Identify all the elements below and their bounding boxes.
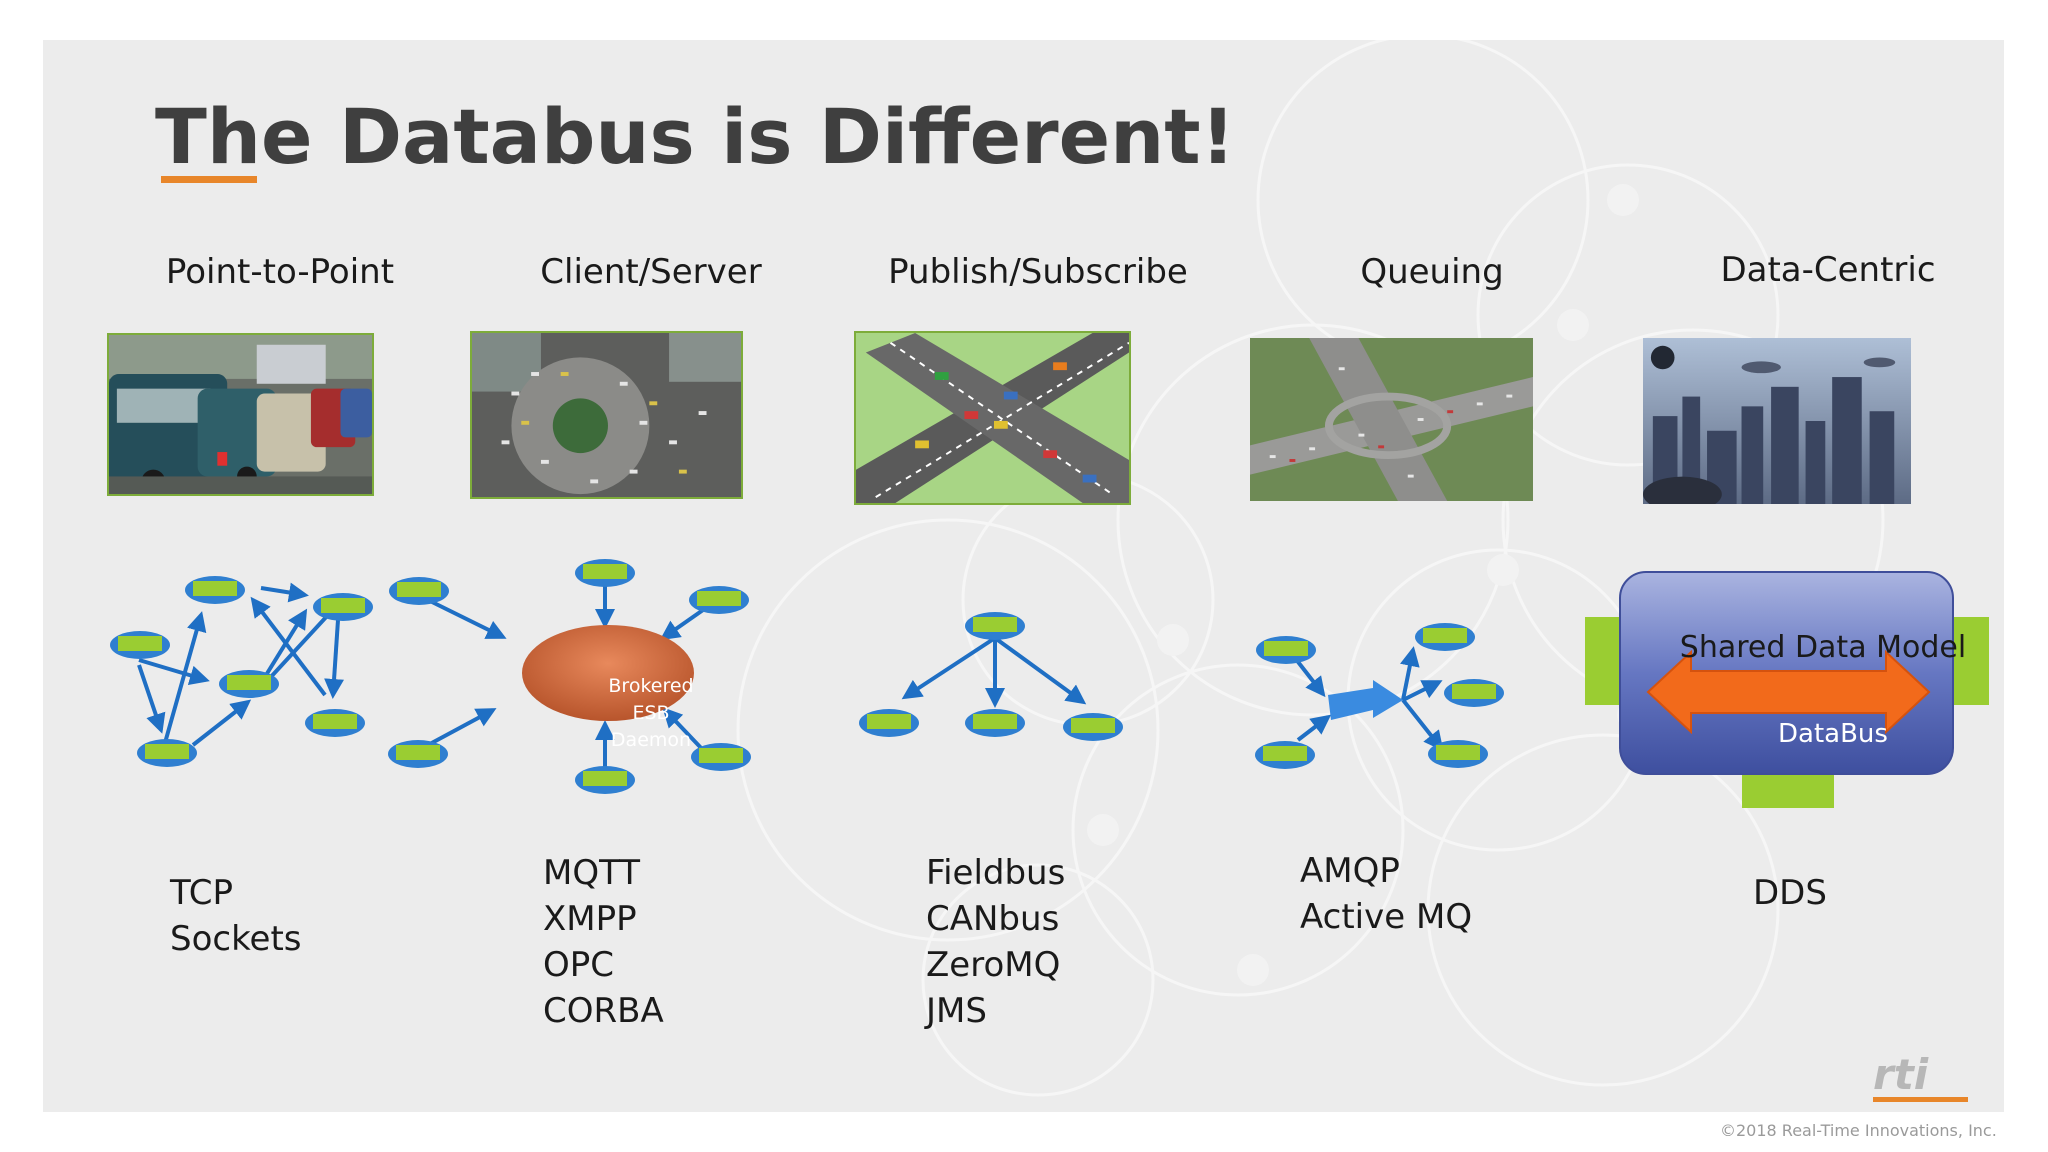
futuristic-city-illustration bbox=[1641, 336, 1913, 506]
node bbox=[1256, 636, 1316, 664]
heading-client-server: Client/Server bbox=[540, 252, 762, 292]
protocol-item: Active MQ bbox=[1300, 897, 1473, 937]
protocol-item: Fieldbus bbox=[926, 853, 1066, 893]
protocol-item: Sockets bbox=[170, 919, 302, 959]
protocol-item: MQTT bbox=[543, 853, 641, 893]
node bbox=[1585, 617, 1625, 705]
node bbox=[137, 739, 197, 767]
client-server-diagram bbox=[388, 559, 751, 794]
esb-hub-label-line: Daemon bbox=[610, 729, 692, 751]
protocol-item: TCP bbox=[170, 873, 234, 913]
stop-and-go-traffic-photo bbox=[107, 333, 374, 496]
node bbox=[313, 593, 373, 621]
protocol-item: AMQP bbox=[1300, 851, 1400, 891]
copyright-text: ©2018 Real-Time Innovations, Inc. bbox=[1720, 1121, 1997, 1140]
node bbox=[965, 709, 1025, 737]
node bbox=[859, 709, 919, 737]
highway-overpass-illustration bbox=[854, 331, 1131, 505]
databus-double-arrow bbox=[1646, 649, 1931, 735]
title-underline bbox=[161, 176, 257, 183]
node bbox=[1742, 774, 1834, 808]
node bbox=[219, 670, 279, 698]
protocol-item: JMS bbox=[926, 991, 987, 1031]
esb-broker-hub bbox=[522, 625, 694, 721]
node bbox=[689, 586, 749, 614]
node bbox=[1949, 617, 1989, 705]
node bbox=[965, 612, 1025, 640]
esb-hub-label-line: Brokered bbox=[608, 675, 694, 697]
databus-label: DataBus bbox=[1778, 719, 1888, 749]
rti-logo: rti bbox=[1873, 1050, 1929, 1099]
protocol-item: XMPP bbox=[543, 899, 637, 939]
node bbox=[1063, 713, 1123, 741]
node bbox=[185, 576, 245, 604]
protocol-item: ZeroMQ bbox=[926, 945, 1061, 985]
logo-underline bbox=[1873, 1097, 1968, 1102]
point-to-point-diagram bbox=[110, 576, 373, 767]
data-centric-protocols: DDS bbox=[1753, 870, 1827, 916]
heading-publish-subscribe: Publish/Subscribe bbox=[888, 252, 1188, 292]
publish-subscribe-protocols: Fieldbus CANbus ZeroMQ JMS bbox=[926, 850, 1065, 1034]
esb-hub-label: Brokered ESB Daemon bbox=[563, 673, 739, 754]
node bbox=[110, 631, 170, 659]
point-to-point-protocols: TCP Sockets bbox=[170, 870, 302, 962]
highway-interchange-photo bbox=[1248, 336, 1535, 503]
node bbox=[1415, 623, 1475, 651]
node bbox=[1428, 740, 1488, 768]
queuing-protocols: AMQP Active MQ bbox=[1300, 848, 1472, 940]
node bbox=[575, 559, 635, 587]
protocol-item: CANbus bbox=[926, 899, 1060, 939]
heading-point-to-point: Point-to-Point bbox=[165, 252, 395, 292]
protocol-item: OPC bbox=[543, 945, 615, 985]
node bbox=[388, 740, 448, 768]
heading-queuing: Queuing bbox=[1360, 252, 1504, 292]
node bbox=[575, 766, 635, 794]
shared-data-model-label: Shared Data Model bbox=[1679, 630, 1967, 665]
node bbox=[1255, 741, 1315, 769]
protocol-item: CORBA bbox=[543, 991, 664, 1031]
architecture-diagrams bbox=[110, 559, 1989, 808]
publish-subscribe-diagram bbox=[859, 612, 1123, 741]
slide: The Databus is Different! Point-to-Point… bbox=[43, 40, 2004, 1112]
protocol-item: DDS bbox=[1753, 873, 1827, 913]
roundabout-traffic-photo bbox=[470, 331, 743, 499]
node bbox=[389, 577, 449, 605]
data-centric-diagram bbox=[1585, 571, 1989, 808]
node bbox=[305, 709, 365, 737]
queue-arrow bbox=[1328, 680, 1403, 720]
node bbox=[1444, 679, 1504, 707]
queuing-diagram bbox=[1255, 623, 1504, 769]
slide-title: The Databus is Different! bbox=[155, 92, 1236, 181]
client-server-protocols: MQTT XMPP OPC CORBA bbox=[543, 850, 664, 1034]
heading-data-centric: Data-Centric bbox=[1720, 250, 1936, 290]
esb-hub-label-line: ESB bbox=[632, 702, 670, 724]
